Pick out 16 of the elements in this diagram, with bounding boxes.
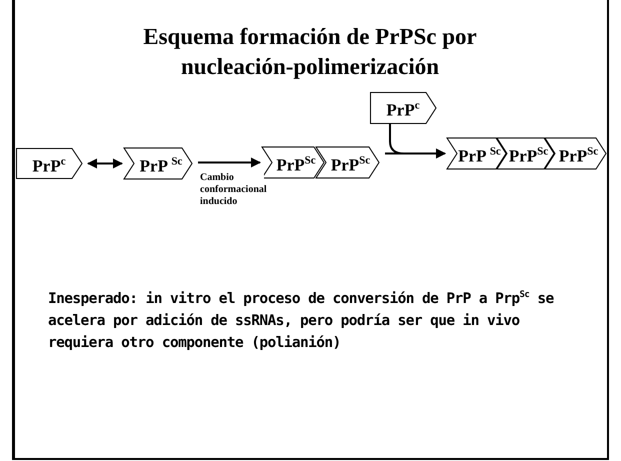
chevron-box xyxy=(124,148,192,179)
pentagon-box xyxy=(370,92,436,124)
node-label: PrP$^{c}$ xyxy=(31,154,67,176)
node-label: PrP $^{Sc}$ xyxy=(457,144,502,166)
note-text: Inesperado: in vitro el proceso de conversión de PrP a Prp$^{Sc}$ se acelera por adición de ssRNAs, pero podría ser que in vivo requiera otro componente (polianión) xyxy=(48,289,555,353)
chevron-box xyxy=(262,147,324,178)
node-label: PrP $^{Sc}$ xyxy=(138,154,184,176)
arrow xyxy=(389,124,446,158)
arrow xyxy=(198,158,261,168)
pentagon-box xyxy=(16,148,82,179)
title: Esquema formación de PrPSc por nucleación-polimerización xyxy=(142,23,478,81)
node-label: PrP$^{c}$ xyxy=(385,98,421,120)
arrow xyxy=(87,158,123,168)
node-label: PrP$^{Sc}$ xyxy=(275,153,317,175)
chevron-box xyxy=(316,147,379,178)
node-label: PrP$^{Sc}$ xyxy=(330,153,372,175)
